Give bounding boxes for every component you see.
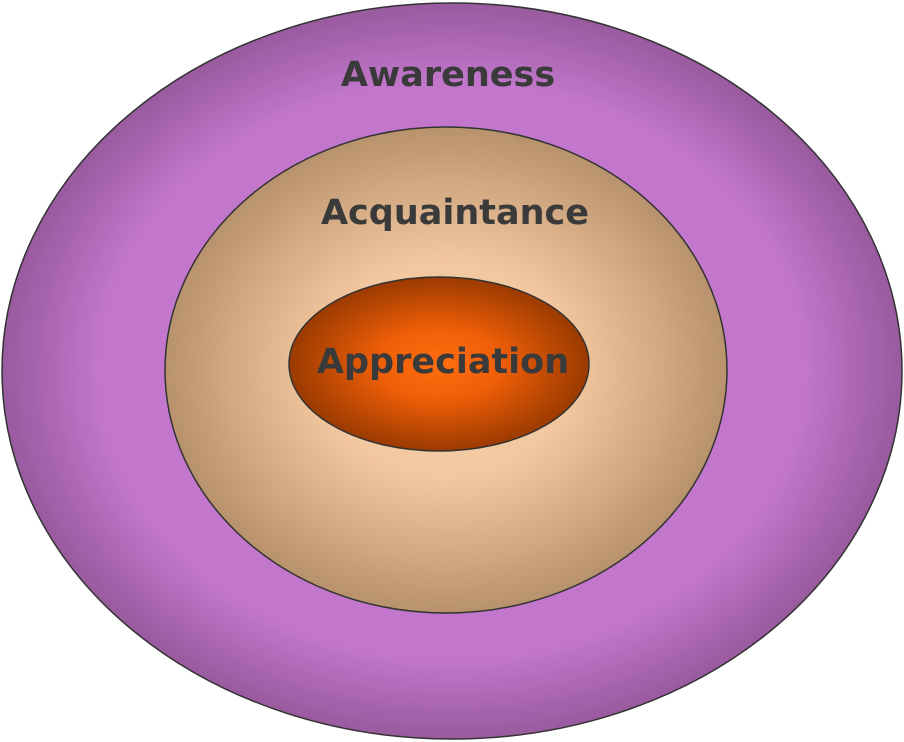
appreciation-core xyxy=(288,276,590,452)
awareness-label: Awareness xyxy=(341,55,555,95)
acquaintance-label: Acquaintance xyxy=(321,193,589,233)
appreciation-label: Appreciation xyxy=(317,342,569,382)
